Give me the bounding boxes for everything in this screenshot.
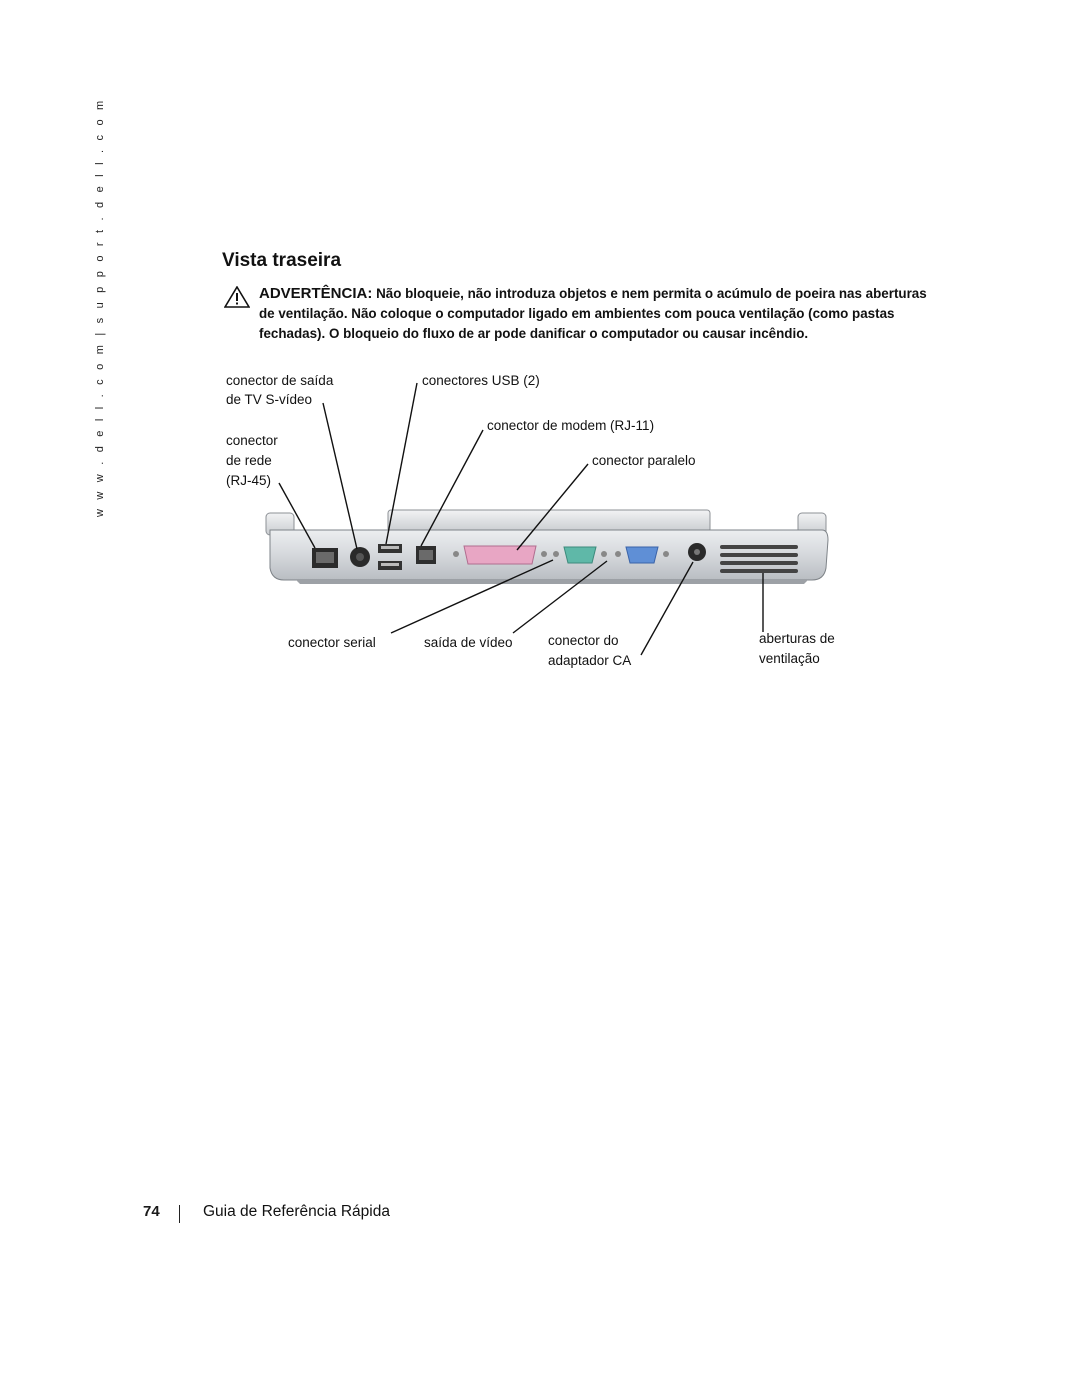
callout-serial: conector serial xyxy=(288,635,376,650)
warning-triangle-icon xyxy=(224,286,250,308)
warning-notice: ADVERTÊNCIA: Não bloqueie, não introduza… xyxy=(259,284,939,344)
parallel-port xyxy=(453,545,547,565)
usb-ports xyxy=(378,544,402,570)
callout-s-video-line1: conector de saída xyxy=(226,373,334,388)
modem-port xyxy=(416,546,436,564)
leader-lines xyxy=(278,382,764,656)
callout-ac-line2: adaptador CA xyxy=(548,653,632,668)
serial-port xyxy=(553,546,607,564)
callout-ac-line1: conector do xyxy=(548,633,619,648)
section-heading: Vista traseira xyxy=(222,250,342,271)
ac-adapter-port xyxy=(688,543,706,561)
callout-parallel: conector paralelo xyxy=(592,453,696,468)
footer-divider xyxy=(179,1205,180,1223)
callout-vents-line2: ventilação xyxy=(759,651,820,666)
callout-modem: conector de modem (RJ-11) xyxy=(487,418,655,433)
callout-network-line1: conector xyxy=(226,433,278,448)
callout-usb: conectores USB (2) xyxy=(422,373,540,388)
footer-title: Guia de Referência Rápida xyxy=(203,1203,390,1220)
network-port xyxy=(312,548,338,568)
warning-label: ADVERTÊNCIA: xyxy=(259,285,373,302)
air-vents xyxy=(720,545,798,573)
laptop-chassis xyxy=(265,509,829,584)
callout-s-video-line2: de TV S-vídeo xyxy=(226,392,313,407)
s-video-port xyxy=(350,547,370,567)
page-number: 74 xyxy=(143,1203,160,1220)
callout-video: saída de vídeo xyxy=(424,635,513,650)
video-port xyxy=(615,546,669,564)
callout-network-line3: (RJ-45) xyxy=(226,473,272,488)
warning-text: Não bloqueie, não introduza objetos e ne… xyxy=(259,286,927,341)
callout-vents-line1: aberturas de xyxy=(759,631,835,646)
callout-network-line2: de rede xyxy=(226,453,272,468)
